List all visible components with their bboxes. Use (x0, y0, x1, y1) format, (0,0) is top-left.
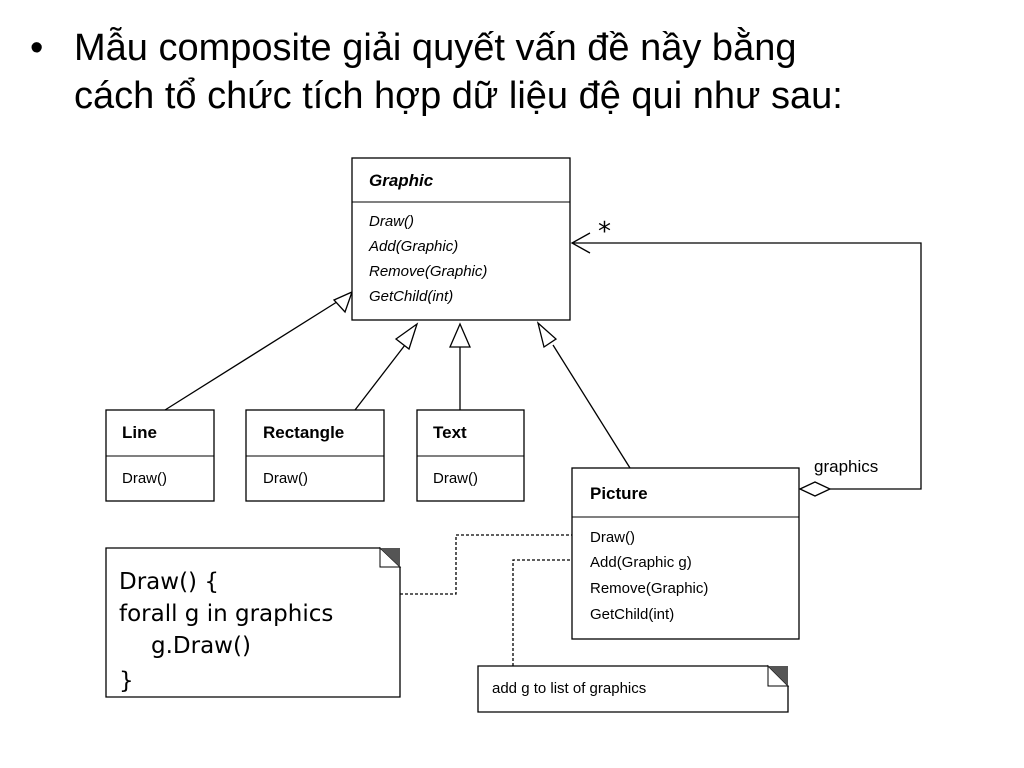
class-text-op: Draw() (433, 470, 478, 487)
note-connector-add (512, 559, 576, 666)
association-arrowhead (570, 232, 591, 254)
class-line-name: Line (122, 423, 157, 442)
association-label: graphics (814, 457, 878, 476)
class-line: Line Draw() (105, 409, 215, 502)
class-picture: Picture Draw() Add(Graphic g) Remove(Gra… (571, 467, 800, 640)
note-add-implementation: add g to list of graphics (477, 664, 790, 713)
association-multiplicity: * (598, 217, 611, 247)
class-graphic-op: GetChild(int) (369, 288, 453, 305)
note-draw-line: g.Draw() (151, 633, 251, 659)
rectangle-generalization (354, 344, 406, 411)
note-draw-line: } (119, 668, 134, 694)
class-graphic: Graphic Draw() Add(Graphic) Remove(Graph… (351, 157, 571, 321)
class-picture-name: Picture (590, 484, 648, 503)
slide-bullet: • Mẫu composite giải quyết vấn đề nầy bằ… (30, 24, 1010, 120)
inheritance-arrowhead (394, 322, 419, 351)
class-picture-op: Add(Graphic g) (590, 554, 692, 571)
class-graphic-op: Remove(Graphic) (369, 263, 487, 280)
note-draw-implementation: Draw() { forall g in graphics g.Draw() } (105, 546, 402, 698)
picture-generalization (552, 344, 631, 469)
class-graphic-name: Graphic (369, 171, 434, 190)
class-rectangle-op: Draw() (263, 470, 308, 487)
bullet-text-line-2: cách tổ chức tích hợp dữ liệu đệ qui như… (74, 75, 843, 117)
line-generalization (164, 299, 341, 411)
class-graphic-op: Draw() (369, 213, 414, 230)
note-draw-line: forall g in graphics (119, 601, 333, 627)
note-add-text: add g to list of graphics (492, 680, 646, 697)
note-draw-line: Draw() { (119, 569, 219, 595)
class-graphic-op: Add(Graphic) (368, 238, 458, 255)
note-fold-corner (768, 666, 788, 686)
class-picture-op: Remove(Graphic) (590, 580, 708, 597)
inheritance-arrowhead (332, 290, 354, 314)
inheritance-arrowhead (449, 322, 471, 348)
class-picture-op: GetChild(int) (590, 606, 674, 623)
bullet-text: Mẫu composite giải quyết vấn đề nầy bằng… (74, 24, 1010, 120)
class-picture-op: Draw() (590, 529, 635, 546)
class-line-op: Draw() (122, 470, 167, 487)
note-fold-corner (380, 548, 400, 567)
class-rectangle-name: Rectangle (263, 423, 344, 442)
aggregation-association-line (572, 242, 922, 490)
class-text: Text Draw() (416, 409, 525, 502)
aggregation-diamond (798, 481, 832, 497)
class-text-name: Text (433, 423, 467, 442)
bullet-marker: • (30, 27, 44, 69)
inheritance-arrowhead (536, 321, 558, 349)
class-rectangle: Rectangle Draw() (245, 409, 385, 502)
bullet-text-line-1: Mẫu composite giải quyết vấn đề nầy bằng (74, 27, 797, 69)
note-connector-draw (400, 534, 574, 595)
